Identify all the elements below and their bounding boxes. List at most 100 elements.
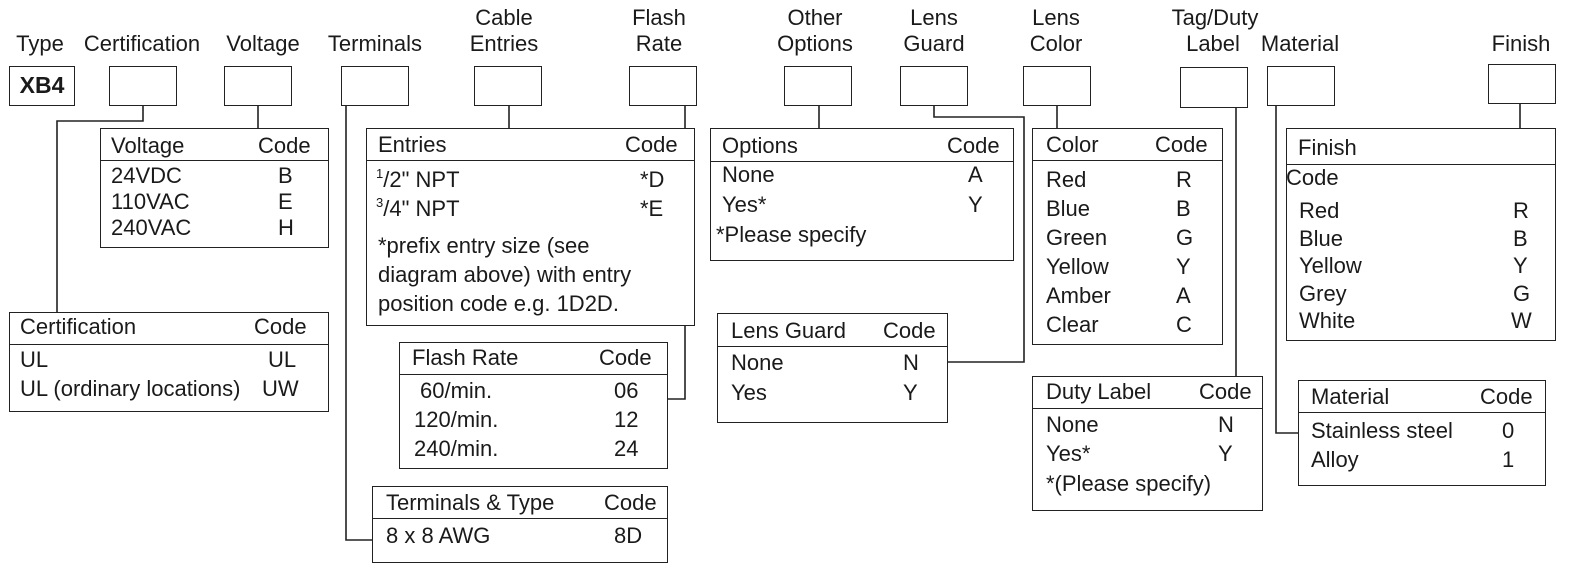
material-row-code: 1 xyxy=(1502,447,1515,472)
certification-selector-box xyxy=(109,66,177,106)
terminals-table-code-header: Code xyxy=(604,490,657,515)
voltage-row-label: 240VAC xyxy=(111,215,192,240)
color-table xyxy=(1032,128,1223,345)
color-row-label: Red xyxy=(1046,167,1087,192)
certification-row-label: UL (ordinary locations) xyxy=(20,376,241,401)
voltage-row-code: H xyxy=(278,215,294,240)
header-certification: Certification xyxy=(83,31,201,56)
options-table-code-header: Code xyxy=(947,133,1000,158)
flash-rate-row-code: 24 xyxy=(614,436,639,461)
options-row-label: Yes* xyxy=(722,192,767,217)
color-row-label: Amber xyxy=(1046,283,1111,308)
flash-rate-row-code: 06 xyxy=(614,378,639,403)
color-row-code: Y xyxy=(1176,254,1191,279)
header-type: Type xyxy=(16,31,64,56)
color-row-code: C xyxy=(1176,312,1192,337)
duty-label-row-label: Yes* xyxy=(1046,441,1091,466)
entries-row-text: " NPT xyxy=(401,167,460,192)
voltage-row-code: E xyxy=(278,189,293,214)
connector-lens-guard xyxy=(933,106,1025,363)
duty-label-table-code-header: Code xyxy=(1199,379,1252,404)
finish-row-label: Blue xyxy=(1299,226,1344,251)
certification-row-code: UL xyxy=(268,347,297,372)
entries-table xyxy=(366,128,695,326)
entries-row-label: 1/2" NPT xyxy=(376,165,460,192)
options-note: *Please specify xyxy=(716,222,867,247)
lens-guard-row-label: Yes xyxy=(731,380,767,405)
header-tag-duty-label-line2: Label xyxy=(1186,31,1240,56)
flash-rate-row-label: 60/min. xyxy=(420,378,493,403)
entries-note-line: *prefix entry size (see xyxy=(378,233,590,258)
other-options-selector-box xyxy=(784,66,852,106)
header-tag-duty-label-line1: Tag/Duty xyxy=(1171,5,1259,30)
flash-rate-table-title: Flash Rate xyxy=(412,345,519,370)
entries-row-label: 3/4" NPT xyxy=(376,194,460,221)
duty-label-row-code: N xyxy=(1218,412,1234,437)
connector-certification xyxy=(56,106,144,312)
flash-rate-table-code-header: Code xyxy=(599,345,652,370)
lens-guard-row-code: Y xyxy=(903,380,918,405)
material-row-label: Alloy xyxy=(1311,447,1359,472)
options-row-code: A xyxy=(968,162,983,187)
terminals-row-label: 8 x 8 AWG xyxy=(386,523,491,548)
entries-fraction-numerator: 3 xyxy=(376,194,384,210)
cable-entries-selector-box xyxy=(474,66,542,106)
tag-duty-label-selector-box xyxy=(1180,67,1248,108)
duty-label-table xyxy=(1032,376,1263,511)
connector-terminals xyxy=(345,106,372,541)
header-flash-rate-line1: Flash xyxy=(632,5,686,30)
finish-row-label: Red xyxy=(1299,198,1340,223)
lens-guard-table-code-header: Code xyxy=(883,318,936,343)
duty-label-row-label: None xyxy=(1046,412,1099,437)
lens-guard-row-code: N xyxy=(903,350,919,375)
voltage-row-label: 24VDC xyxy=(111,163,182,188)
flash-rate-row-label: 120/min. xyxy=(414,407,499,432)
color-row-label: Clear xyxy=(1046,312,1099,337)
type-code-box: XB4 xyxy=(9,66,75,106)
terminals-row-code: 8D xyxy=(614,523,643,548)
voltage-table-code-header: Code xyxy=(258,133,311,158)
terminals-table-title: Terminals & Type xyxy=(386,490,555,515)
entries-row-code: *E xyxy=(640,196,664,221)
finish-row-code: Y xyxy=(1513,253,1528,278)
entries-table-title: Entries xyxy=(378,132,447,157)
voltage-selector-box xyxy=(224,66,292,106)
header-lens-color-line2: Color xyxy=(1029,31,1083,56)
options-row-label: None xyxy=(722,162,775,187)
duty-label-table-title: Duty Label xyxy=(1046,379,1152,404)
connector-material xyxy=(1275,106,1298,434)
header-cable-entries-line2: Entries xyxy=(469,31,539,56)
flash-rate-row-code: 12 xyxy=(614,407,639,432)
material-row-label: Stainless steel xyxy=(1311,418,1453,443)
certification-row-label: UL xyxy=(20,347,49,372)
material-row-code: 0 xyxy=(1502,418,1515,443)
header-finish: Finish xyxy=(1491,31,1551,56)
finish-table-code-header: Code xyxy=(1286,165,1339,190)
header-flash-rate-line2: Rate xyxy=(635,31,683,56)
finish-table-title: Finish xyxy=(1298,135,1357,160)
color-row-label: Yellow xyxy=(1046,254,1109,279)
header-material: Material xyxy=(1260,31,1340,56)
material-table-title: Material xyxy=(1311,384,1390,409)
header-other-options-line1: Other xyxy=(787,5,843,30)
finish-row-label: Yellow xyxy=(1299,253,1362,278)
lens-guard-row-label: None xyxy=(731,350,784,375)
entries-note-line: diagram above) with entry xyxy=(378,262,632,287)
entries-fraction-numerator: 1 xyxy=(376,165,384,181)
options-table xyxy=(710,128,1014,261)
header-cable-entries-line1: Cable xyxy=(475,5,533,30)
finish-row-code: B xyxy=(1513,226,1528,251)
color-row-code: R xyxy=(1176,167,1192,192)
header-voltage: Voltage xyxy=(226,31,300,56)
voltage-table-title: Voltage xyxy=(111,133,185,158)
certification-table-code-header: Code xyxy=(254,314,307,339)
finish-table xyxy=(1286,128,1556,341)
duty-label-row-code: Y xyxy=(1218,441,1233,466)
finish-row-code: R xyxy=(1513,198,1529,223)
header-other-options-line2: Options xyxy=(777,31,853,56)
lens-guard-table xyxy=(717,313,948,423)
flash-rate-table xyxy=(399,342,668,469)
lens-color-selector-box xyxy=(1023,66,1091,106)
color-row-code: G xyxy=(1176,225,1194,250)
material-selector-box xyxy=(1267,66,1335,106)
